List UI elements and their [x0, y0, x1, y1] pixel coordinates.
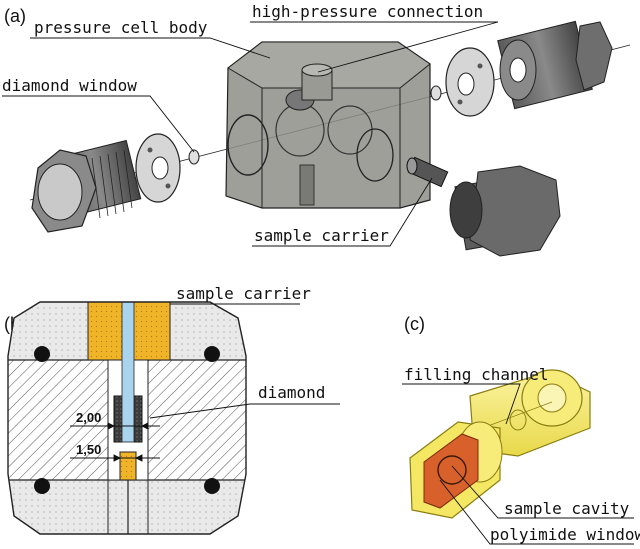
label-diamond: diamond: [258, 383, 325, 402]
dimension-2-00: 2,00: [76, 410, 101, 425]
label-pressure-cell-body: pressure cell body: [34, 18, 208, 37]
right-flange: [445, 47, 495, 117]
label-high-pressure-connection: high-pressure connection: [252, 2, 483, 21]
panel-b-leaders: [149, 303, 340, 419]
right-diamond-window: [430, 85, 442, 101]
cross-section-outline: [7, 301, 247, 535]
left-flange: [135, 133, 181, 203]
label-polyimide-window: polyimide window: [490, 525, 640, 544]
left-diamond-window: [188, 149, 200, 165]
sample-cavity: [423, 433, 479, 509]
pressure-cell-body: [225, 41, 431, 209]
label-sample-carrier-b: sample carrier: [176, 284, 311, 303]
dimension-lines: [70, 422, 160, 462]
label-diamond-window: diamond window: [2, 76, 137, 95]
high-pressure-port: [301, 63, 333, 101]
panel-c-leaders: [402, 383, 634, 545]
dimension-1-50: 1,50: [76, 442, 101, 457]
panel-b: (b): [4, 284, 340, 535]
panel-a: (a): [2, 2, 631, 257]
cross-section: [8, 302, 246, 534]
sample-carrier-small: [406, 156, 449, 188]
panel-c: (c) filling channel sample cavity polyim…: [402, 314, 640, 545]
label-filling-channel: filling channel: [404, 365, 549, 384]
panel-c-tag: (c): [404, 314, 425, 334]
label-sample-cavity: sample cavity: [504, 499, 630, 518]
panel-a-tag: (a): [4, 6, 26, 26]
panel-a-leaders: [2, 21, 499, 247]
left-nut: [31, 139, 142, 233]
bottom-right-nut: [449, 165, 561, 257]
label-sample-carrier-a: sample carrier: [254, 226, 389, 245]
right-nut: [497, 20, 613, 110]
